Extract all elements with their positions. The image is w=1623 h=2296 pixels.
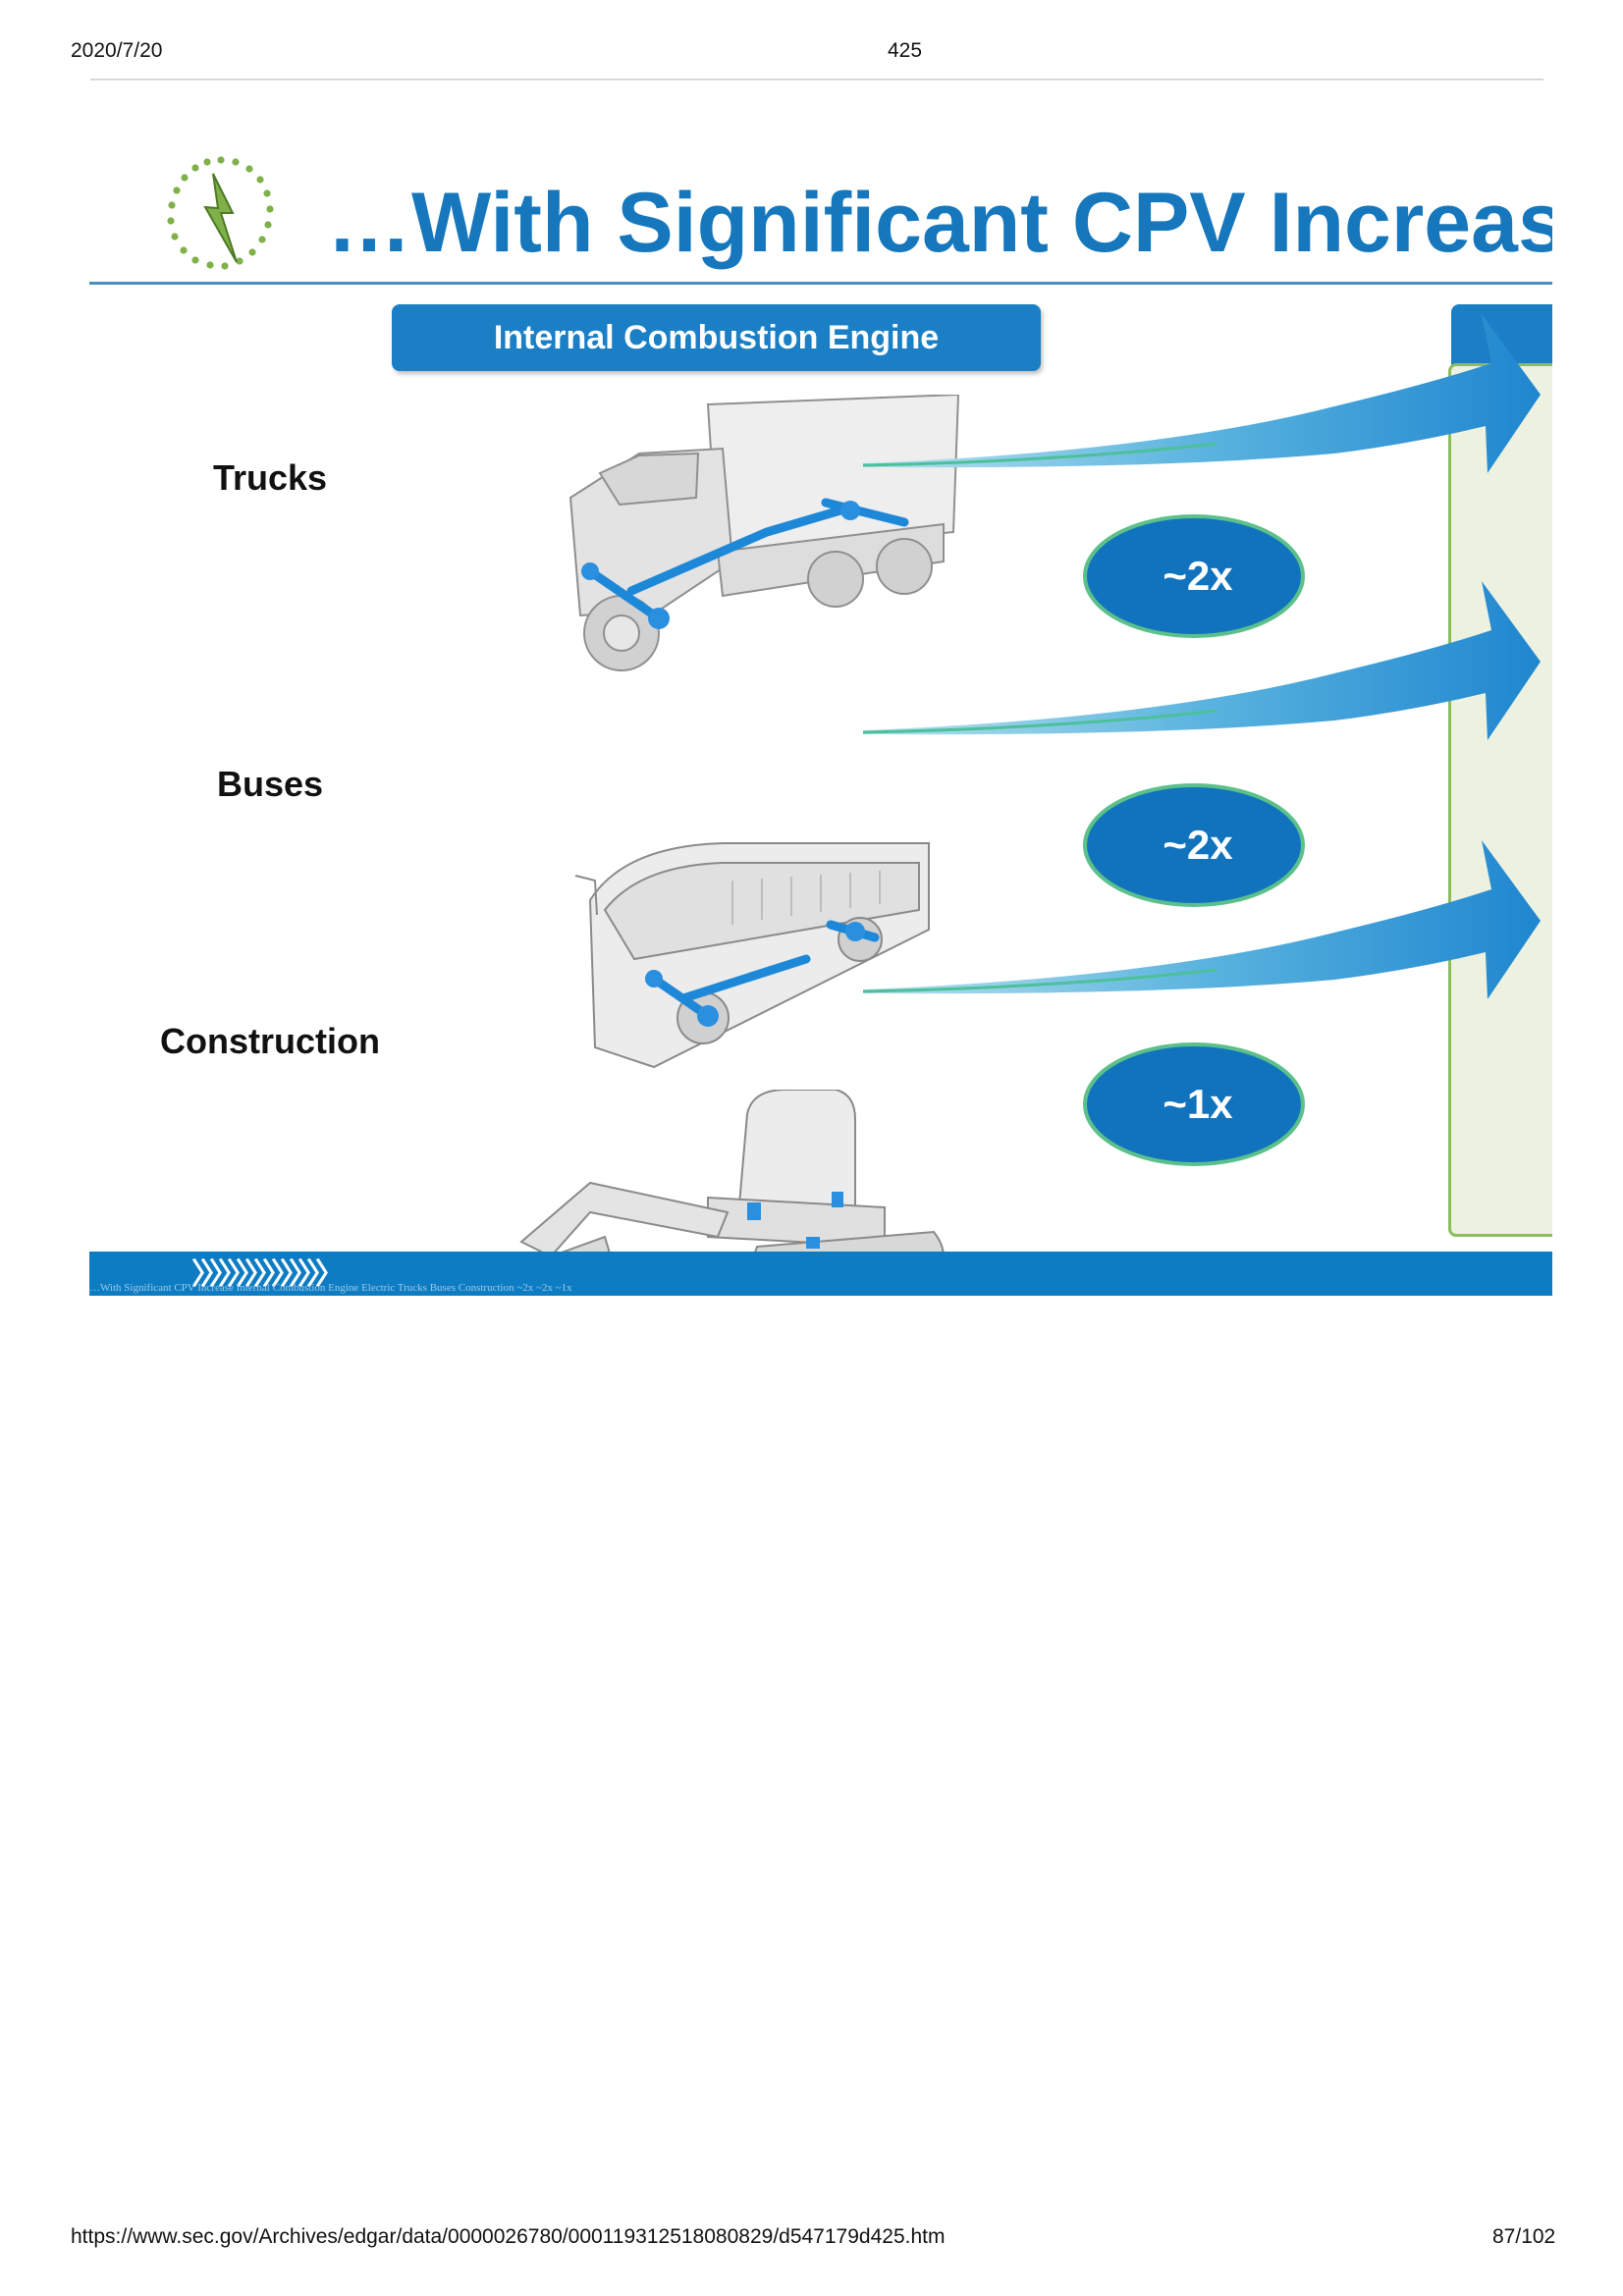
construction-multiplier: ~1x — [1163, 1081, 1233, 1127]
trucks-multiplier-ellipse — [1083, 514, 1305, 638]
slide: …With Significant CPV Increase Internal … — [89, 128, 1552, 1296]
truck-image — [568, 395, 960, 671]
print-date: 2020/7/20 — [71, 39, 163, 62]
footer-chevrons: 〉〉〉〉〉〉〉〉〉〉〉〉〉〉〉 — [191, 1258, 345, 1291]
row-label-construction: Construction — [160, 1021, 380, 1061]
construction-multiplier-ellipse — [1083, 1042, 1305, 1166]
lightning-logo-icon — [167, 156, 274, 270]
buses-multiplier: ~2x — [1163, 822, 1233, 868]
buses-multiplier-ellipse — [1083, 783, 1305, 907]
ice-banner: Internal Combustion Engine — [392, 304, 1041, 371]
source-url[interactable]: https://www.sec.gov/Archives/edgar/data/… — [71, 2225, 946, 2248]
row-label-buses: Buses — [216, 764, 324, 804]
slide-footer-bar — [89, 1252, 1552, 1296]
print-page-title: 425 — [888, 39, 923, 62]
electric-panel — [1448, 363, 1552, 1237]
row-label-trucks: Trucks — [212, 457, 328, 498]
buses-growth-arrow — [863, 581, 1541, 740]
slide-title: …With Significant CPV Increase — [327, 176, 1552, 270]
header-rule — [90, 79, 1543, 80]
page-count: 87/102 — [1492, 2225, 1556, 2248]
trucks-multiplier: ~2x — [1163, 553, 1233, 599]
trucks-growth-arrow — [863, 314, 1541, 473]
construction-growth-arrow — [863, 840, 1541, 999]
bus-image — [574, 842, 930, 1069]
title-underline — [89, 282, 1552, 285]
hidden-alt-text: …With Significant CPV Increase Internal … — [89, 1282, 572, 1294]
